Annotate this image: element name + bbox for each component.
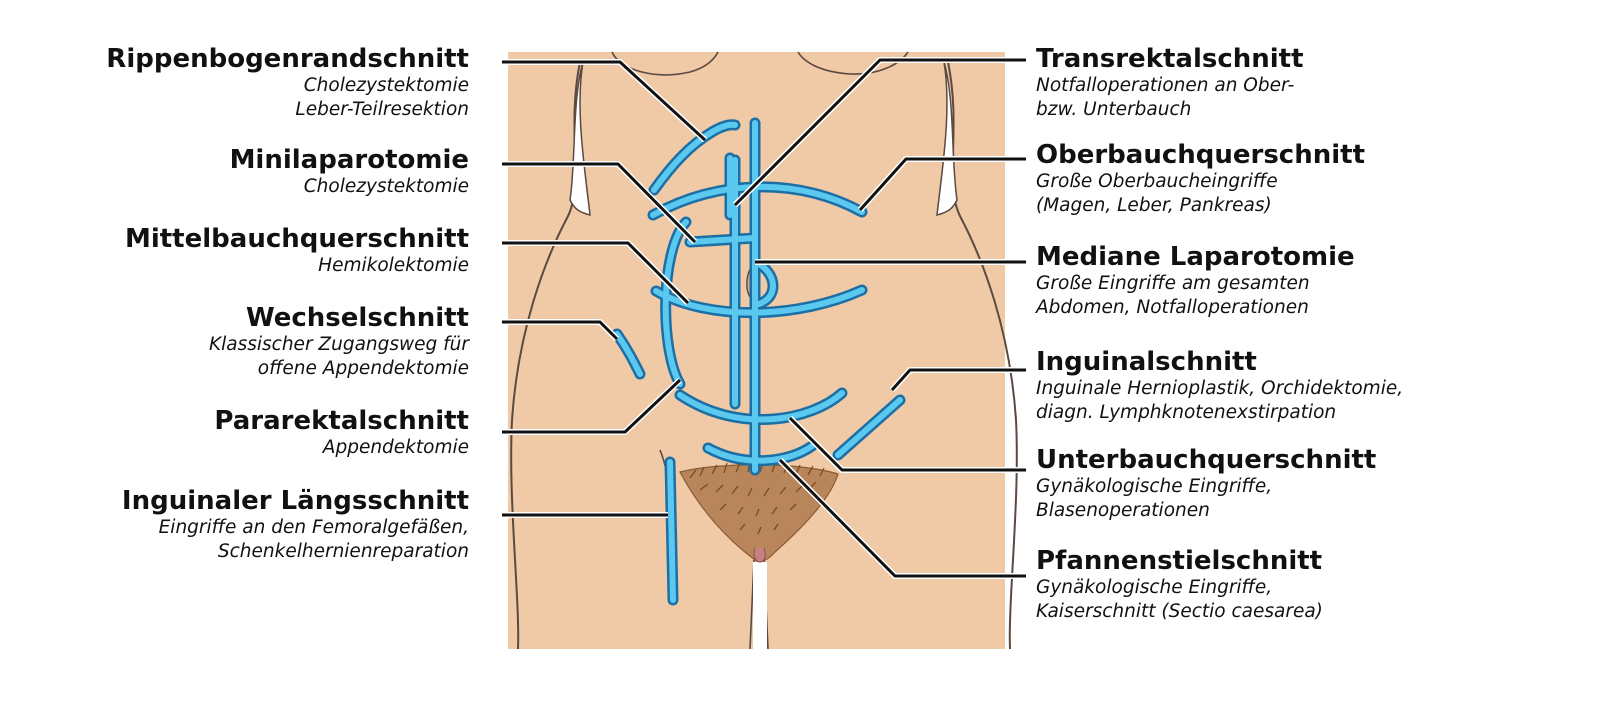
label-oberbauchquerschnitt: Oberbauchquerschnitt Große Oberbaucheing… — [1036, 140, 1516, 218]
label-title: Transrektalschnitt — [1036, 44, 1304, 74]
label-title: Wechselschnitt — [245, 303, 469, 333]
label-desc: Blasenoperationen — [1036, 500, 1210, 521]
label-title: Inguinalschnitt — [1036, 347, 1257, 377]
label-title: Pfannenstielschnitt — [1036, 546, 1323, 576]
incision-pfannenstiel — [705, 443, 815, 464]
label-desc: Schenkelhernienreparation — [217, 541, 469, 562]
label-desc: diagn. Lymphknotenexstirpation — [1036, 402, 1337, 423]
label-title: Unterbauchquerschnitt — [1036, 445, 1377, 475]
label-desc: Eingriffe an den Femoralgefäßen, — [158, 517, 469, 538]
incision-group — [611, 117, 906, 606]
incision-inguinal — [835, 397, 903, 458]
incision-oberbauchquer — [650, 183, 865, 218]
incision-pararektal — [662, 219, 689, 387]
leader-transrektal — [733, 58, 1026, 207]
leader-inguinal — [890, 368, 1026, 392]
label-desc: Cholezystektomie — [303, 75, 469, 96]
incision-rippenbogenrand — [651, 121, 738, 193]
label-inguinalschnitt: Inguinalschnitt Inguinale Hernioplastik,… — [1036, 347, 1516, 425]
label-desc: Gynäkologische Eingriffe, — [1036, 577, 1273, 598]
leader-minilaparotomie — [502, 162, 697, 244]
label-title: Mittelbauchquerschnitt — [124, 224, 469, 254]
leader-line-group — [502, 57, 1026, 579]
arm-gap-right — [936, 61, 958, 216]
label-pfannenstielschnitt: Pfannenstielschnitt Gynäkologische Eingr… — [1036, 546, 1516, 624]
label-desc: Leber-Teilresektion — [295, 99, 469, 120]
leader-pararektal — [502, 378, 682, 434]
label-mittelbauchquerschnitt: Mittelbauchquerschnitt Hemikolektomie — [0, 224, 469, 278]
label-unterbauchquerschnitt: Unterbauchquerschnitt Gynäkologische Ein… — [1036, 445, 1516, 523]
label-title: Rippenbogenrandschnitt — [106, 44, 469, 74]
label-transrektalschnitt: Transrektalschnitt Notfalloperationen an… — [1036, 44, 1516, 122]
incision-unterbauchquer — [677, 390, 845, 423]
incision-cross-upper — [687, 235, 758, 245]
label-title: Pararektalschnitt — [214, 406, 469, 436]
leader-unterbauchquer — [788, 416, 1026, 472]
label-desc: Abdomen, Notfalloperationen — [1036, 297, 1309, 318]
label-title: Inguinaler Längsschnitt — [121, 486, 469, 516]
leader-wechsel — [502, 320, 619, 341]
leader-pfannenstiel — [778, 458, 1026, 578]
label-desc: Gynäkologische Eingriffe, — [1036, 476, 1273, 497]
label-desc: Notfalloperationen an Ober- — [1036, 75, 1295, 96]
label-desc: Klassischer Zugangsweg für — [209, 334, 469, 355]
label-mediane-laparotomie: Mediane Laparotomie Große Eingriffe am g… — [1036, 242, 1516, 320]
leader-oberbauchquer — [858, 157, 1026, 212]
thigh-gap — [753, 562, 767, 649]
incision-inguinaler-laengs — [667, 459, 676, 603]
label-desc: (Magen, Leber, Pankreas) — [1036, 195, 1272, 216]
label-title: Mediane Laparotomie — [1036, 242, 1355, 272]
vulva-mark — [753, 547, 766, 563]
label-rippenbogenrandschnitt: Rippenbogenrandschnitt Cholezystektomie … — [0, 44, 469, 122]
label-desc: Kaiserschnitt (Sectio caesarea) — [1036, 601, 1323, 622]
label-pararektalschnitt: Pararektalschnitt Appendektomie — [0, 406, 469, 460]
label-desc: bzw. Unterbauch — [1036, 99, 1192, 120]
leader-mittelbauchquer — [502, 241, 690, 305]
pubic-hair-texture — [689, 461, 825, 535]
label-wechselschnitt: Wechselschnitt Klassischer Zugangsweg fü… — [0, 303, 469, 381]
label-desc: Große Eingriffe am gesamten — [1036, 273, 1310, 294]
label-minilaparotomie: Minilaparotomie Cholezystektomie — [0, 145, 469, 199]
label-desc: Große Oberbaucheingriffe — [1036, 171, 1278, 192]
arm-gap-left — [569, 61, 591, 216]
incision-navel-loop — [752, 259, 776, 308]
label-title: Oberbauchquerschnitt — [1036, 140, 1366, 170]
label-desc: offene Appendektomie — [257, 358, 469, 379]
label-desc: Inguinale Hernioplastik, Orchidektomie, — [1036, 378, 1404, 399]
label-desc: Cholezystektomie — [303, 176, 469, 197]
leader-rippenbogenrand — [502, 60, 707, 142]
label-inguinaler-laengsschnitt: Inguinaler Längsschnitt Eingriffe an den… — [0, 486, 469, 564]
label-desc: Hemikolektomie — [318, 255, 469, 276]
label-desc: Appendektomie — [322, 437, 469, 458]
incision-wechsel — [614, 331, 643, 377]
label-title: Minilaparotomie — [229, 145, 469, 175]
incision-mittelbauchquer — [653, 287, 865, 316]
